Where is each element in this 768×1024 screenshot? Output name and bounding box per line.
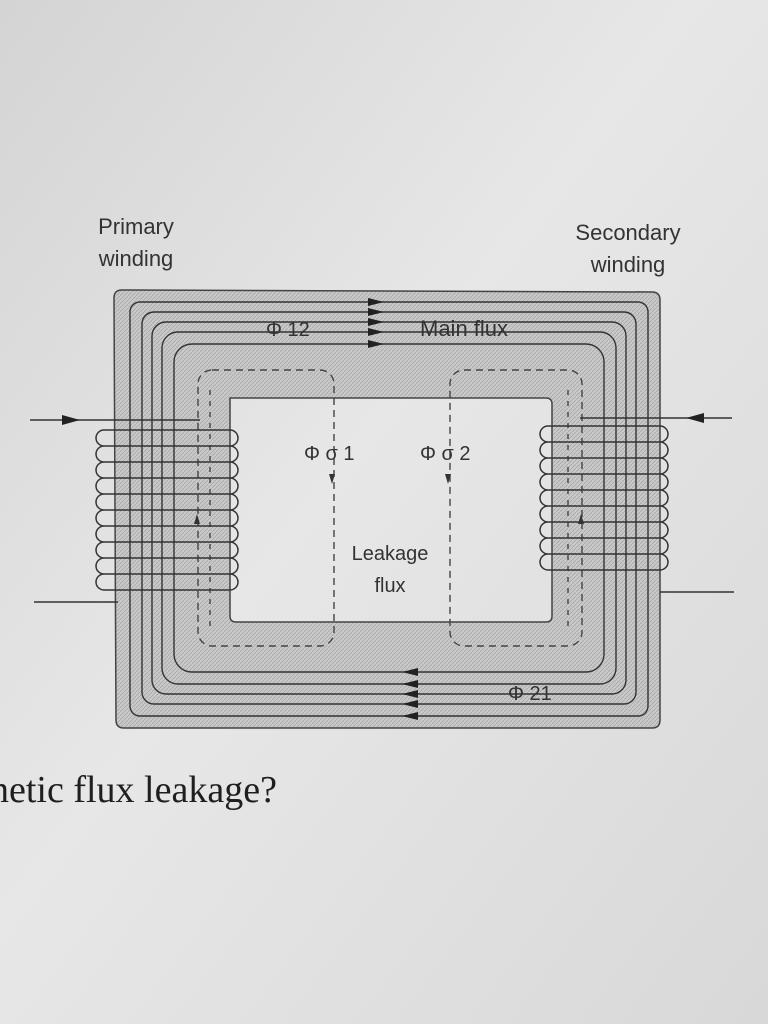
flux-loop [151,321,627,695]
leakage-flux-label-line1: Leakage [352,543,429,565]
phi-sigma2-label: Φ σ 2 [420,443,471,465]
arrow-right-icon [368,318,384,326]
leakage-loop-primary [197,369,335,647]
arrow-right-icon [62,415,80,425]
primary-winding-label-line2: winding [98,246,174,271]
leakage-loop-secondary [449,369,583,647]
flux-loop [129,301,649,717]
arrow-down-icon [329,474,335,484]
main-flux-lines [129,301,649,717]
arrow-right-icon [368,308,384,316]
flux-loop [141,311,637,705]
phi-sigma1-label: Φ σ 1 [304,443,355,465]
arrow-left-icon [402,700,418,708]
arrow-left-icon [402,712,418,720]
arrow-left-icon [402,680,418,688]
arrow-left-icon [402,668,418,676]
arrow-right-icon [368,340,384,348]
phi12-label: Φ 12 [266,319,310,341]
coil-right-loops [229,429,239,591]
main-flux-arrows [368,298,418,720]
flux-loop [173,343,605,673]
secondary-winding-coil [539,417,734,593]
coil-left-loops [539,425,549,571]
primary-winding-label-line1: Primary [98,214,174,239]
phi21-label: Φ 21 [508,683,552,705]
core-body [113,289,661,729]
question-text: netic flux leakage? [0,769,277,811]
arrow-up-icon [194,514,200,524]
secondary-winding-label-line1: Secondary [575,220,680,245]
coil-left-loops [95,429,105,591]
arrow-left-icon [686,413,704,423]
transformer-core [113,289,661,729]
secondary-winding-label-line2: winding [590,252,666,277]
primary-winding-coil [30,419,239,603]
coil-right-loops [659,425,669,571]
main-flux-label: Main flux [420,316,508,341]
arrow-right-icon [368,328,384,336]
arrow-left-icon [402,690,418,698]
arrow-right-icon [368,298,384,306]
flux-loop [161,331,617,685]
leakage-flux-label-line2: flux [374,575,405,597]
arrow-down-icon [445,474,451,484]
